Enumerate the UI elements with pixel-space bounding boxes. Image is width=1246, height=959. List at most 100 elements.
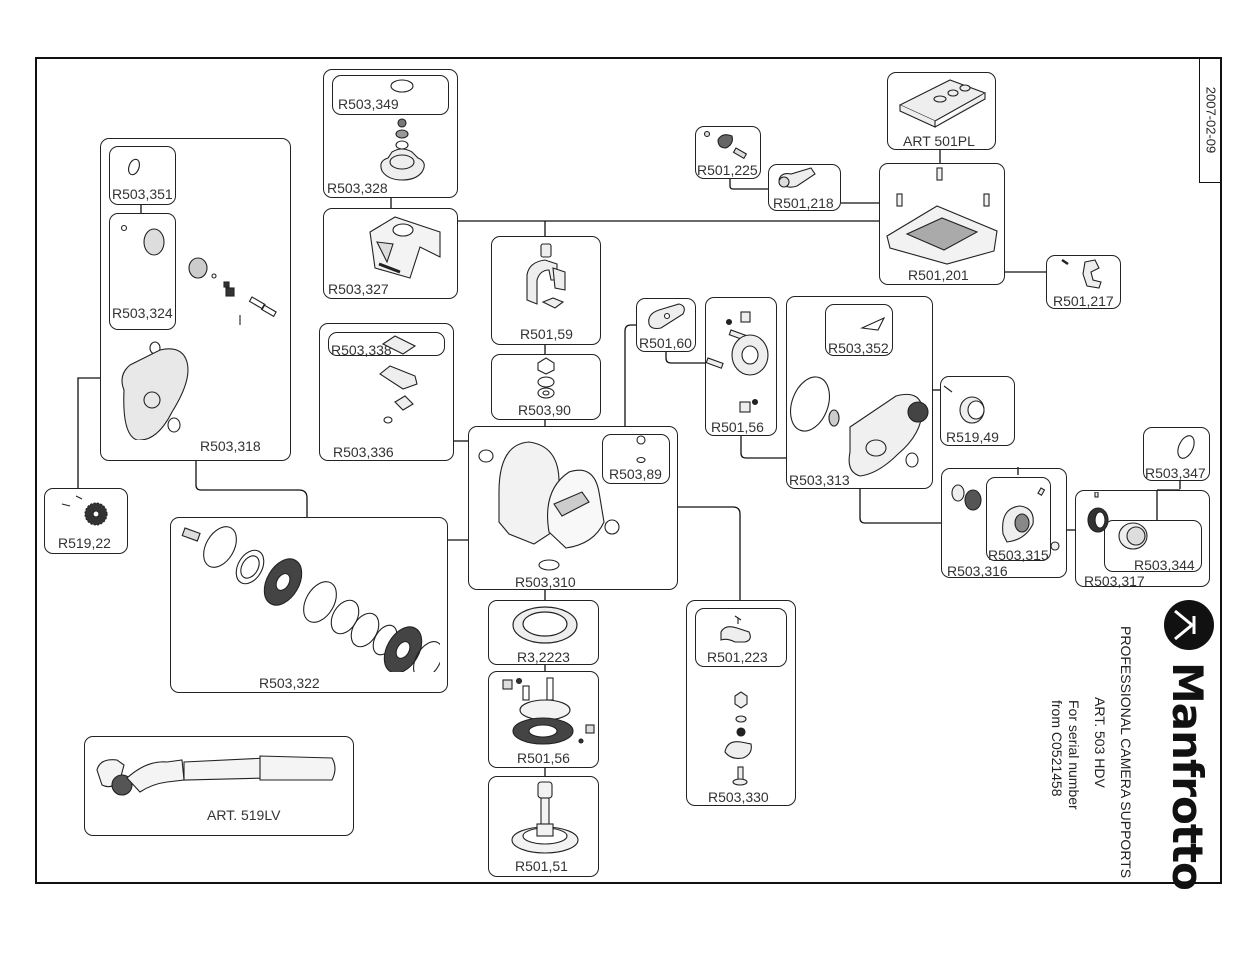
pan-lock-part-icon [951, 484, 1060, 551]
latch-part-icon [1061, 258, 1102, 289]
cam-part-icon [648, 303, 685, 330]
side-housing-part-icon [790, 376, 929, 477]
part-label: R503,347 [1145, 465, 1206, 481]
part-box-r501-218[interactable] [768, 164, 841, 211]
part-box-art-501pl[interactable] [887, 72, 996, 150]
base-ring-part-icon [502, 677, 595, 745]
part-box-r503-324[interactable] [109, 213, 176, 330]
connector [665, 352, 705, 364]
part-label: R503,344 [1134, 557, 1195, 573]
part-label: R3,2223 [517, 649, 570, 665]
knob-part-icon [943, 385, 985, 424]
serial-note-line1: For serial number [1066, 700, 1082, 810]
part-box-art-519lv[interactable] [84, 736, 354, 836]
part-box-r503-313[interactable] [786, 296, 933, 489]
part-label: R503,318 [200, 438, 261, 454]
part-box-r519-49[interactable] [940, 376, 1015, 446]
clamp-part-icon [526, 243, 566, 309]
part-label: R501,59 [520, 326, 573, 342]
serial-note-line2: from C0521458 [1049, 700, 1065, 797]
part-box-r503-89[interactable] [602, 434, 670, 484]
part-box-r501-56-bottom[interactable] [488, 671, 599, 768]
part-box-r503-351[interactable] [109, 146, 176, 205]
part-box-r503-90[interactable] [491, 354, 601, 420]
connector [859, 489, 941, 524]
part-box-r503-336[interactable] [319, 323, 454, 461]
part-box-r503-316[interactable] [941, 468, 1067, 578]
drag-knob-part-icon [1087, 492, 1148, 550]
part-box-r501-223[interactable] [695, 608, 787, 667]
part-box-r501-56-top[interactable] [705, 297, 777, 436]
part-box-r503-349[interactable] [332, 75, 449, 115]
part-box-r503-327[interactable] [323, 208, 458, 299]
part-box-r501-201[interactable] [879, 163, 1005, 285]
part-box-r503-338[interactable] [328, 332, 445, 356]
date-box: 2007-02-09 [1199, 57, 1222, 183]
part-label: R501,217 [1053, 293, 1114, 309]
quick-release-plate-icon [898, 79, 987, 128]
model-number: ART. 503 HDV [1092, 697, 1108, 788]
brand-tagline: PROFESSIONAL CAMERA SUPPORTS [1118, 626, 1134, 879]
part-box-r501-51[interactable] [488, 776, 599, 877]
part-label: R503,313 [789, 472, 850, 488]
part-label: R501,51 [515, 858, 568, 874]
part-box-r503-328[interactable] [323, 69, 458, 198]
part-label: R519,22 [58, 535, 111, 551]
part-box-r503-315[interactable] [986, 477, 1051, 561]
part-box-r3-2223[interactable] [488, 600, 599, 665]
head-body-part-icon [478, 435, 646, 571]
gear-part-icon [61, 495, 108, 526]
side-plate-part-icon [120, 158, 277, 440]
part-box-r503-317[interactable] [1075, 490, 1210, 587]
part-label: R503,317 [1084, 573, 1145, 589]
part-box-r501-59[interactable] [491, 236, 601, 345]
mount-base-part-icon [886, 167, 998, 265]
part-box-r503-322[interactable] [170, 517, 448, 693]
part-box-r501-60[interactable] [636, 298, 696, 352]
part-box-r503-318[interactable] [100, 138, 291, 461]
part-label: R501,56 [711, 419, 764, 435]
part-label: R501,225 [697, 162, 758, 178]
part-label: R503,336 [333, 444, 394, 460]
connector [678, 506, 741, 600]
hub-part-icon [705, 311, 769, 413]
part-box-r519-22[interactable] [44, 488, 128, 554]
part-box-r501-225[interactable] [695, 126, 761, 179]
part-label: R503,310 [515, 574, 576, 590]
nut-washer-part-icon [537, 357, 555, 399]
part-label: R503,351 [112, 186, 173, 202]
connector [77, 377, 100, 488]
connector [740, 436, 786, 459]
part-box-r503-310[interactable] [468, 426, 678, 590]
plate-part-icon [379, 335, 418, 424]
label-sticker-icon [860, 316, 886, 331]
connector [195, 461, 308, 517]
part-label: R501,60 [639, 335, 692, 351]
part-label: R503,89 [609, 466, 662, 482]
part-label: R503,328 [327, 180, 388, 196]
part-box-r501-217[interactable] [1046, 255, 1121, 309]
knob-part-icon [380, 79, 425, 181]
spring-discs-part-icon [181, 526, 440, 672]
part-label: R501,218 [773, 195, 834, 211]
part-box-r503-352[interactable] [825, 304, 893, 356]
part-label: R503,324 [112, 305, 173, 321]
part-box-r503-330[interactable] [686, 600, 796, 806]
part-box-r503-344[interactable] [1104, 520, 1202, 572]
part-label: R519,49 [946, 429, 999, 445]
part-label: R503,352 [828, 340, 889, 356]
handle-part-icon [96, 755, 336, 796]
ring-part-icon [512, 606, 578, 644]
part-label: R503,315 [988, 547, 1049, 563]
part-label: R503,90 [518, 402, 571, 418]
part-label: R503,349 [338, 96, 399, 112]
connector [729, 179, 768, 190]
part-label: R503,338 [331, 342, 392, 358]
part-label: R503,330 [708, 789, 769, 805]
part-label: R501,201 [908, 267, 969, 283]
part-box-r503-347[interactable] [1143, 427, 1210, 481]
drawing-frame [35, 57, 1222, 884]
part-label: R503,322 [259, 675, 320, 691]
